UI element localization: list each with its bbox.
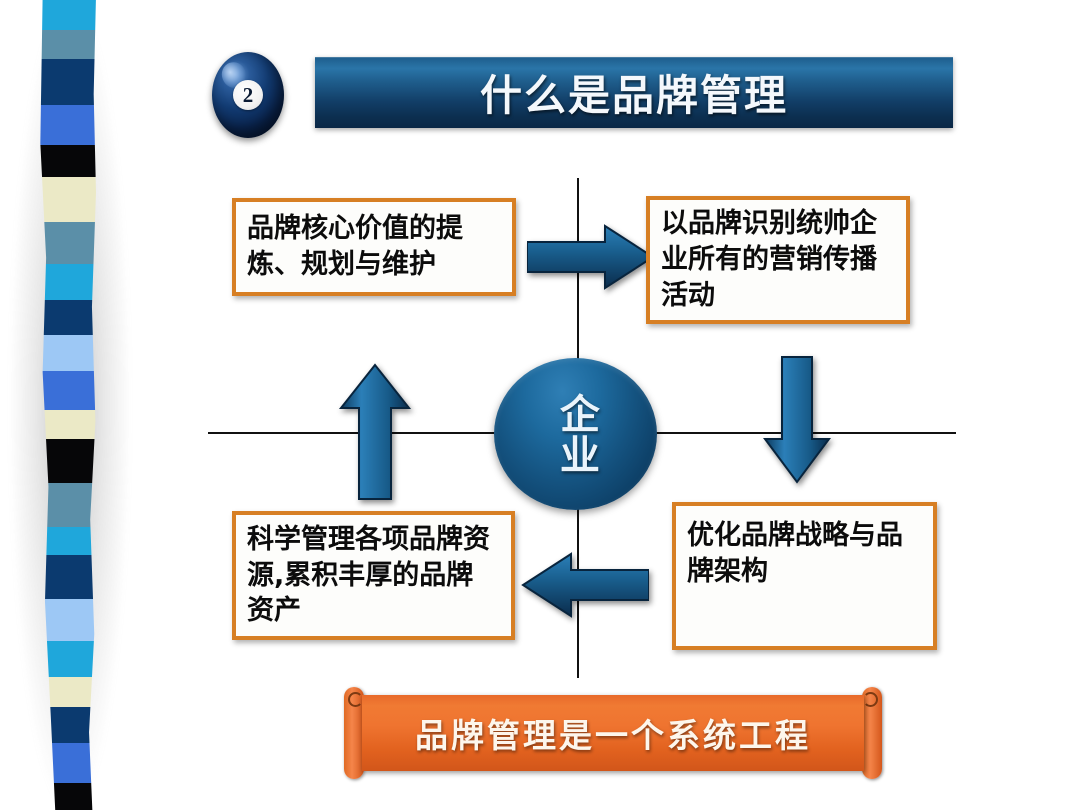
center-node-enterprise: 企业 xyxy=(494,358,657,510)
decorative-ribbon xyxy=(0,0,140,810)
diagram-box-top-left: 品牌核心价值的提炼、规划与维护 xyxy=(232,198,516,296)
slide-number-ball: 2 xyxy=(212,52,284,138)
ribbon-band xyxy=(40,409,96,440)
scroll-curl-right-icon xyxy=(862,687,882,779)
ribbon-band xyxy=(40,263,96,301)
ribbon-band xyxy=(40,30,96,59)
ribbon-band xyxy=(40,144,96,178)
ribbon-band xyxy=(40,555,96,600)
ribbon-band xyxy=(40,641,96,677)
footer-banner-text: 品牌管理是一个系统工程 xyxy=(415,716,811,755)
ribbon-band xyxy=(40,104,96,145)
footer-banner-body: 品牌管理是一个系统工程 xyxy=(362,695,864,771)
arrow-down-icon xyxy=(762,355,832,485)
page-title: 什么是品牌管理 xyxy=(479,71,788,120)
ribbon-band xyxy=(40,526,96,556)
arrow-left-icon xyxy=(521,552,649,618)
ribbon-band xyxy=(40,599,96,642)
ribbon-band xyxy=(40,483,96,527)
ribbon-band xyxy=(40,177,96,222)
diagram-box-top-left-text: 品牌核心价值的提炼、规划与维护 xyxy=(247,213,463,280)
title-bar: 什么是品牌管理 xyxy=(315,57,953,128)
ribbon-band xyxy=(40,335,96,371)
diagram-box-bottom-right: 优化品牌战略与品牌架构 xyxy=(672,502,937,650)
footer-scroll-banner: 品牌管理是一个系统工程 xyxy=(344,687,882,779)
arrow-right-icon xyxy=(527,224,655,290)
ribbon-band xyxy=(40,58,96,105)
ribbon-band xyxy=(40,370,96,410)
diagram-box-top-right: 以品牌识别统帅企业所有的营销传播活动 xyxy=(646,196,910,324)
diagram-box-bottom-right-text: 优化品牌战略与品牌架构 xyxy=(687,520,903,587)
diagram-box-bottom-left: 科学管理各项品牌资源,累积丰厚的品牌资产 xyxy=(232,511,515,640)
arrow-up-icon xyxy=(338,362,412,502)
slide-number-label: 2 xyxy=(233,80,263,110)
ribbon-band xyxy=(40,0,96,31)
ribbon-band xyxy=(40,221,96,264)
scroll-curl-left-icon xyxy=(344,687,364,779)
center-node-label: 企业 xyxy=(552,393,599,475)
ribbon-band xyxy=(40,300,96,336)
ribbon-band xyxy=(40,439,96,484)
diagram-box-bottom-left-text: 科学管理各项品牌资源,累积丰厚的品牌资产 xyxy=(247,523,490,627)
diagram-box-top-right-text: 以品牌识别统帅企业所有的营销传播活动 xyxy=(661,208,877,311)
